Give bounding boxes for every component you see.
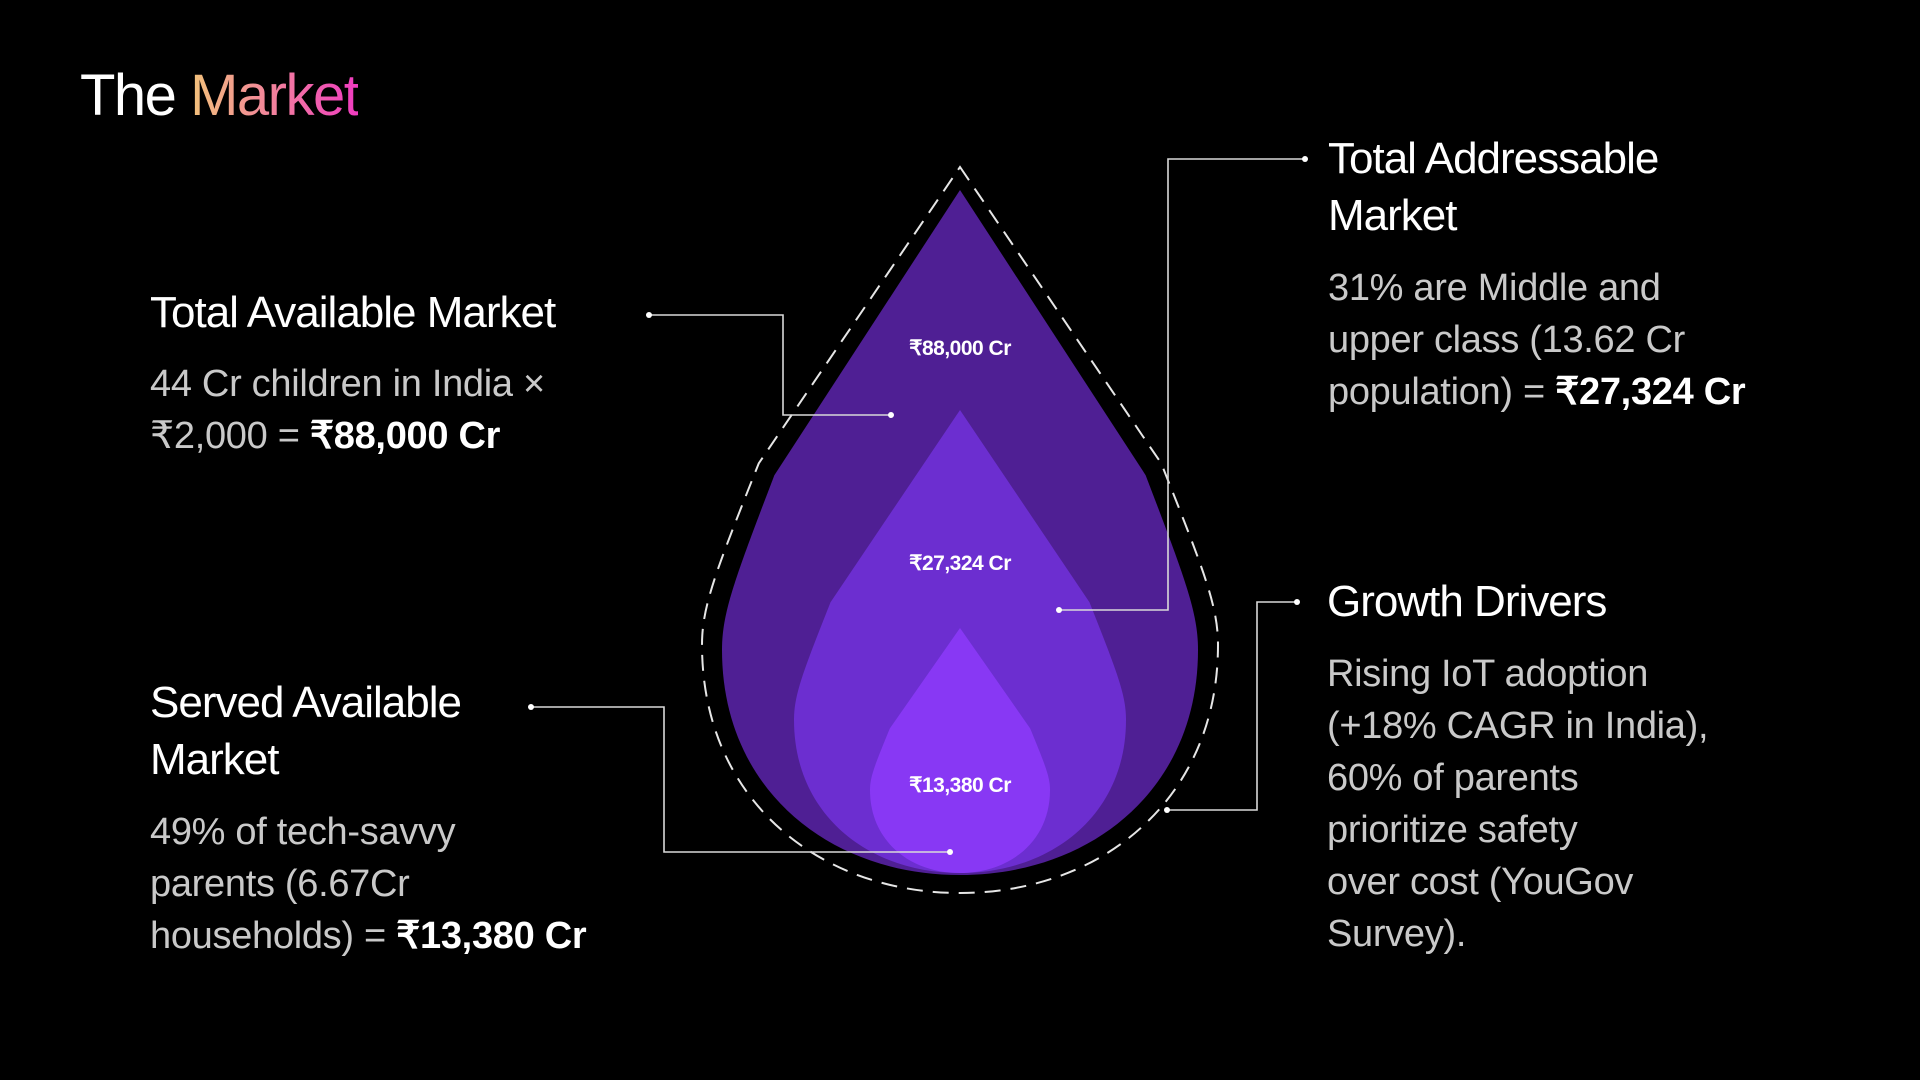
body-line: 60% of parents: [1327, 757, 1579, 799]
connector-dot: [646, 312, 652, 318]
heading-line: Served Available: [150, 678, 462, 727]
heading-line: Market: [1328, 191, 1457, 240]
total-available-body: 44 Cr children in India × ₹2,000 = ₹88,0…: [150, 358, 545, 462]
growth-drivers-heading: Growth Drivers: [1327, 577, 1607, 626]
body-line: over cost (YouGov: [1327, 861, 1634, 903]
connector-dot: [1056, 607, 1062, 613]
heading-line: Market: [150, 735, 279, 784]
body-value: ₹13,380 Cr: [396, 915, 587, 957]
page-title: The Market: [80, 62, 360, 129]
connector-total-available: [649, 314, 891, 416]
body-line: 49% of tech-savvy: [150, 811, 456, 853]
connector-total-addressable: [1059, 158, 1305, 611]
body-line: 44 Cr children in India ×: [150, 363, 545, 405]
connector-dot: [1294, 599, 1300, 605]
title-word: The: [80, 63, 177, 128]
total-addressable-body: 31% are Middle and upper class (13.62 Cr…: [1328, 262, 1746, 418]
body-line: households) = ₹13,380 Cr: [150, 910, 587, 962]
growth-drivers-body: Rising IoT adoption (+18% CAGR in India)…: [1327, 648, 1709, 960]
connector-dot: [1164, 807, 1170, 813]
drop-served-available: [870, 628, 1050, 873]
total-available-heading: Total Available Market: [150, 288, 556, 337]
body-line: population) = ₹27,324 Cr: [1328, 366, 1746, 418]
connector-dot: [528, 704, 534, 710]
body-text: ₹2,000 =: [150, 415, 310, 457]
body-line: (+18% CAGR in India),: [1327, 705, 1709, 747]
connector-dot: [1302, 156, 1308, 162]
body-line: upper class (13.62 Cr: [1328, 319, 1685, 361]
title-accent-word: Market: [190, 63, 360, 128]
heading-line: Total Addressable: [1328, 134, 1659, 183]
connector-growth-drivers: [1167, 601, 1297, 811]
body-line: ₹2,000 = ₹88,000 Cr: [150, 410, 545, 462]
body-text: population) =: [1328, 371, 1556, 413]
body-line: parents (6.67Cr: [150, 863, 410, 905]
body-value: ₹27,324 Cr: [1555, 371, 1746, 413]
body-text: households) =: [150, 915, 397, 957]
drop-dashed-outline: [700, 165, 1220, 895]
served-available-body: 49% of tech-savvy parents (6.67Cr househ…: [150, 806, 587, 962]
connector-dot: [888, 412, 894, 418]
body-line: Survey).: [1327, 913, 1467, 955]
body-line: Rising IoT adoption: [1327, 653, 1649, 695]
body-line: 31% are Middle and: [1328, 267, 1661, 309]
drop-label-addressable: ₹27,324 Cr: [909, 552, 1011, 575]
body-value: ₹88,000 Cr: [309, 415, 501, 457]
served-available-heading: Served Available Market: [150, 674, 462, 788]
body-line: prioritize safety: [1327, 809, 1578, 851]
connector-served-available: [531, 706, 950, 853]
drop-label-served: ₹13,380 Cr: [909, 774, 1011, 797]
drop-label-tam: ₹88,000 Cr: [909, 337, 1011, 360]
total-addressable-heading: Total Addressable Market: [1328, 130, 1659, 244]
connector-dot: [947, 849, 953, 855]
